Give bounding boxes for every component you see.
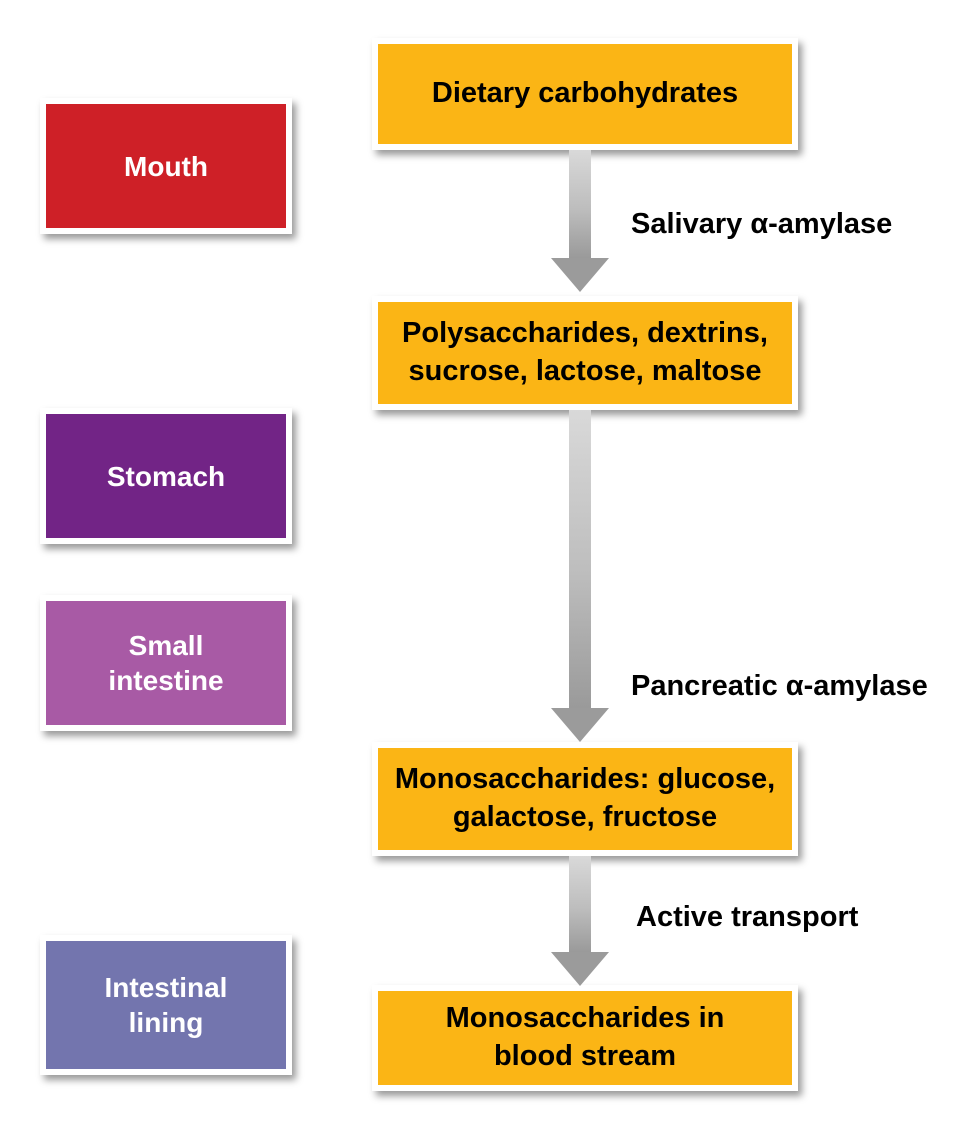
- stage-box-dietary-carbohydrates: Dietary carbohydrates: [372, 38, 798, 150]
- location-label-small-intestine: Small intestine: [108, 630, 224, 696]
- arrow-pancreatic-amylase-icon: [551, 410, 609, 742]
- stage-label-dietary-carbohydrates: Dietary carbohydrates: [431, 77, 739, 110]
- stage-box-monosaccharides-blood: Monosaccharides in blood stream: [372, 985, 798, 1091]
- location-box-intestinal-lining: Intestinal lining: [40, 935, 292, 1075]
- location-label-stomach: Stomach: [106, 460, 226, 492]
- arrow-head-icon: [551, 952, 609, 986]
- location-box-mouth: Mouth: [40, 98, 292, 234]
- stage-label-polysaccharides: Polysaccharides, dextrins, sucrose, lact…: [402, 317, 768, 387]
- arrow-head-icon: [551, 708, 609, 742]
- arrow-shaft: [569, 410, 591, 708]
- arrow-head-icon: [551, 258, 609, 292]
- arrow-label-pancreatic-amylase: Pancreatic α-amylase: [631, 670, 928, 702]
- stage-label-monosaccharides-blood: Monosaccharides in blood stream: [445, 1002, 725, 1072]
- location-box-stomach: Stomach: [40, 408, 292, 544]
- arrow-salivary-amylase-icon: [551, 150, 609, 292]
- stage-box-monosaccharides: Monosaccharides: glucose, galactose, fru…: [372, 742, 798, 856]
- arrow-label-salivary-amylase: Salivary α-amylase: [631, 208, 893, 240]
- location-label-mouth: Mouth: [124, 150, 208, 182]
- arrow-active-transport-icon: [551, 856, 609, 986]
- location-box-small-intestine: Small intestine: [40, 595, 292, 731]
- arrow-label-active-transport: Active transport: [636, 901, 859, 933]
- stage-box-polysaccharides: Polysaccharides, dextrins, sucrose, lact…: [372, 296, 798, 410]
- arrow-shaft: [569, 856, 591, 952]
- arrow-shaft: [569, 150, 591, 258]
- stage-label-monosaccharides: Monosaccharides: glucose, galactose, fru…: [394, 763, 776, 833]
- location-label-intestinal-lining: Intestinal lining: [104, 972, 228, 1038]
